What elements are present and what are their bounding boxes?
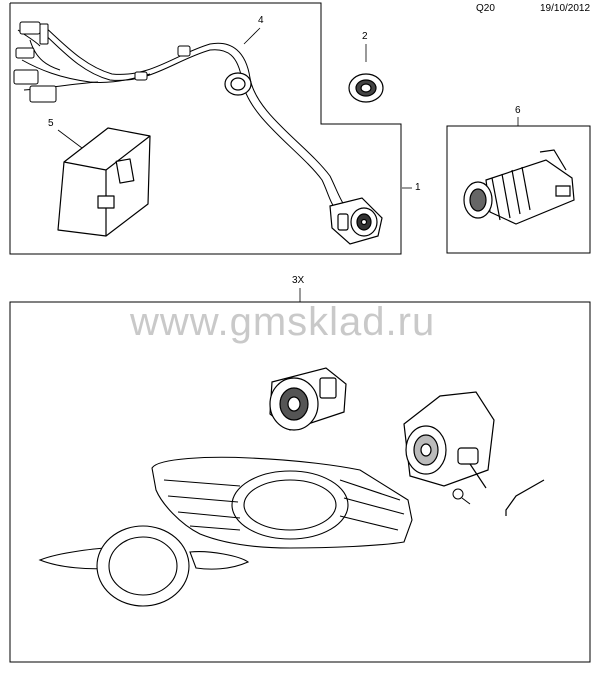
fog-lamp-socket xyxy=(270,368,346,430)
diagram-date: 19/10/2012 xyxy=(540,3,591,14)
callout-3x: 3X xyxy=(292,275,305,286)
fog-lamp-unit xyxy=(404,392,494,488)
callout-2: 2 xyxy=(362,31,368,42)
grommet-part xyxy=(349,74,383,102)
screw xyxy=(453,489,470,504)
harness-clips xyxy=(135,46,190,80)
callout-5: 5 xyxy=(48,118,54,129)
callout-4: 4 xyxy=(258,15,264,26)
callout-1: 1 xyxy=(415,182,421,193)
frame-plug-kit xyxy=(447,126,590,253)
frame-wiring-harness xyxy=(10,3,401,254)
watermark: www.gmsklad.ru xyxy=(130,300,436,344)
harness-socket xyxy=(330,198,382,244)
page-code: Q20 xyxy=(476,3,495,14)
allen-key xyxy=(506,480,544,516)
control-module xyxy=(58,128,150,236)
harness-connector-cluster xyxy=(14,22,56,102)
leader-lines xyxy=(58,28,518,302)
trailer-plug xyxy=(464,150,574,224)
fog-lamp-bezel xyxy=(40,526,248,606)
harness-grommet xyxy=(225,73,251,95)
fog-lamp-grille xyxy=(152,457,412,548)
callout-6: 6 xyxy=(515,105,521,116)
